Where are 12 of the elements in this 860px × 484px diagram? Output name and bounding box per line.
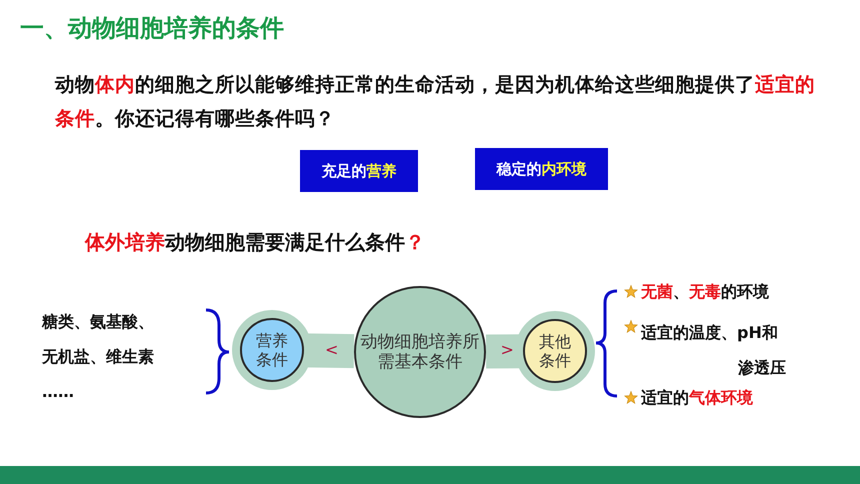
highlight-box: 充足的营养 — [300, 150, 418, 192]
list-item: 无菌、无毒的环境 — [641, 281, 769, 303]
list-item: 无机盐、维生素 — [42, 346, 154, 368]
title: 一、动物细胞培养的条件 — [20, 13, 284, 44]
list-item: 适宜的温度、pH和渗透压 — [641, 322, 786, 379]
central-circle: 动物细胞培养所需基本条件 — [354, 286, 486, 418]
list-item: 糖类、氨基酸、 — [42, 311, 154, 333]
question-text: 体外培养动物细胞需要满足什么条件？ — [85, 230, 425, 254]
highlight-box: 稳定的内环境 — [475, 148, 608, 190]
intro-paragraph: 动物体内的细胞之所以能够维持正常的生命活动，是因为机体给这些细胞提供了适宜的条件。你还记得有哪些条件吗？ — [55, 72, 816, 132]
list-item: 适宜的气体环境 — [641, 387, 753, 409]
list-item: …… — [42, 381, 74, 403]
